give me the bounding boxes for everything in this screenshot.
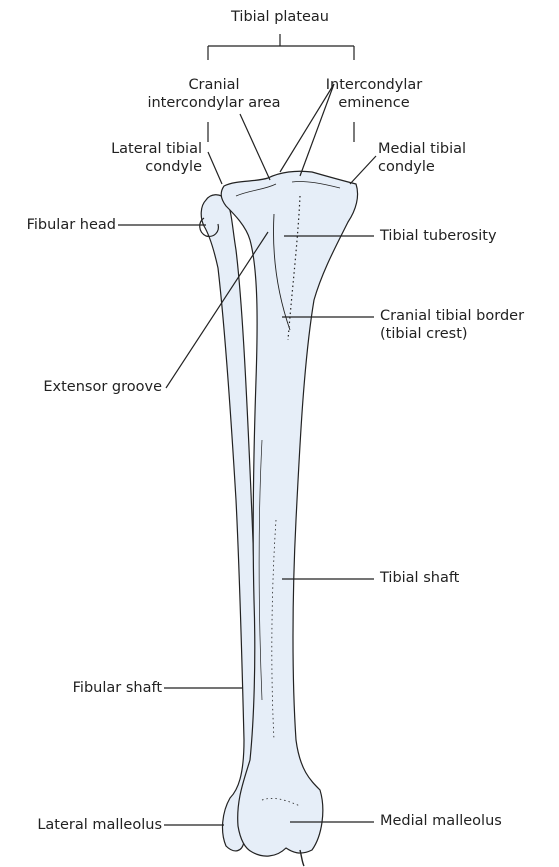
leader-medial-tibial-condyle bbox=[350, 156, 376, 184]
label-intercondylar-eminence-line2: eminence bbox=[322, 94, 426, 112]
label-lateral-tibial-condyle-line1: Lateral tibial bbox=[70, 140, 202, 158]
label-cranial-tibial-border-line1: Cranial tibial border bbox=[380, 307, 558, 325]
label-cranial-intercondylar-area-line1: Cranial bbox=[134, 76, 294, 94]
label-medial-tibial-condyle: Medial tibial condyle bbox=[378, 140, 508, 176]
label-intercondylar-eminence-line1: Intercondylar bbox=[322, 76, 426, 94]
label-cranial-intercondylar-area-line2: intercondylar area bbox=[134, 94, 294, 112]
label-medial-malleolus: Medial malleolus bbox=[380, 812, 550, 830]
tibial-plateau-bracket bbox=[208, 34, 354, 60]
label-cranial-tibial-border-line2: (tibial crest) bbox=[380, 325, 558, 343]
label-lateral-malleolus: Lateral malleolus bbox=[2, 816, 162, 834]
label-medial-tibial-condyle-line1: Medial tibial bbox=[378, 140, 508, 158]
label-lateral-tibial-condyle: Lateral tibial condyle bbox=[70, 140, 202, 176]
leader-lateral-tibial-condyle bbox=[208, 152, 222, 184]
label-cranial-intercondylar-area: Cranial intercondylar area bbox=[134, 76, 294, 112]
label-medial-tibial-condyle-line2: condyle bbox=[378, 158, 508, 176]
label-fibular-head: Fibular head bbox=[2, 216, 116, 234]
leader-cranial-intercondylar-area bbox=[240, 114, 270, 180]
label-intercondylar-eminence: Intercondylar eminence bbox=[322, 76, 426, 112]
fibula bbox=[201, 195, 258, 851]
label-tibial-plateau: Tibial plateau bbox=[220, 8, 340, 26]
label-extensor-groove: Extensor groove bbox=[2, 378, 162, 396]
label-lateral-tibial-condyle-line2: condyle bbox=[70, 158, 202, 176]
label-tibial-tuberosity: Tibial tuberosity bbox=[380, 227, 540, 245]
label-cranial-tibial-border: Cranial tibial border (tibial crest) bbox=[380, 307, 558, 343]
label-fibular-shaft: Fibular shaft bbox=[20, 679, 162, 697]
label-tibial-shaft: Tibial shaft bbox=[380, 569, 500, 587]
